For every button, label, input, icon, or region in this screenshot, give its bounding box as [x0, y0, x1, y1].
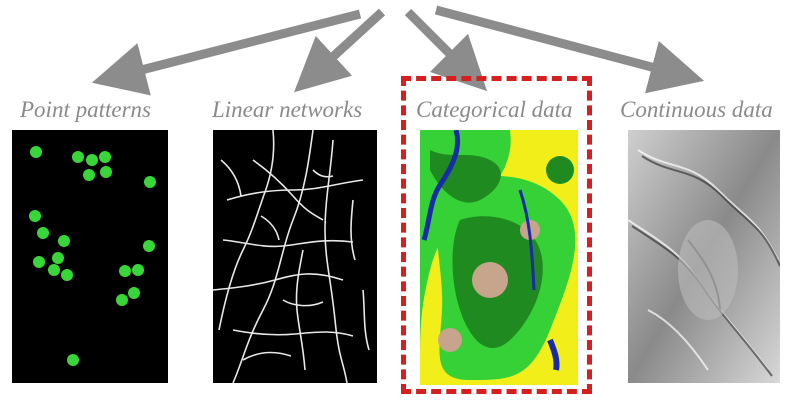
label-continuous-data: Continuous data — [620, 97, 773, 122]
arrow-to-categorical-data — [404, 8, 488, 92]
point-patterns-panel — [12, 130, 168, 383]
continuous-data-panel — [628, 130, 780, 383]
categorical-data-panel — [420, 130, 578, 385]
arrow-to-linear-networks — [294, 8, 386, 93]
arrow-to-point-patterns — [91, 9, 362, 96]
arrow-to-continuous-data — [434, 5, 705, 94]
label-point-patterns: Point patterns — [20, 97, 151, 122]
label-categorical-data: Categorical data — [416, 97, 573, 122]
arrows — [91, 5, 705, 96]
linear-networks-panel — [213, 130, 377, 383]
label-linear-networks: Linear networks — [212, 97, 363, 122]
categorical-highlight-box — [401, 76, 592, 394]
